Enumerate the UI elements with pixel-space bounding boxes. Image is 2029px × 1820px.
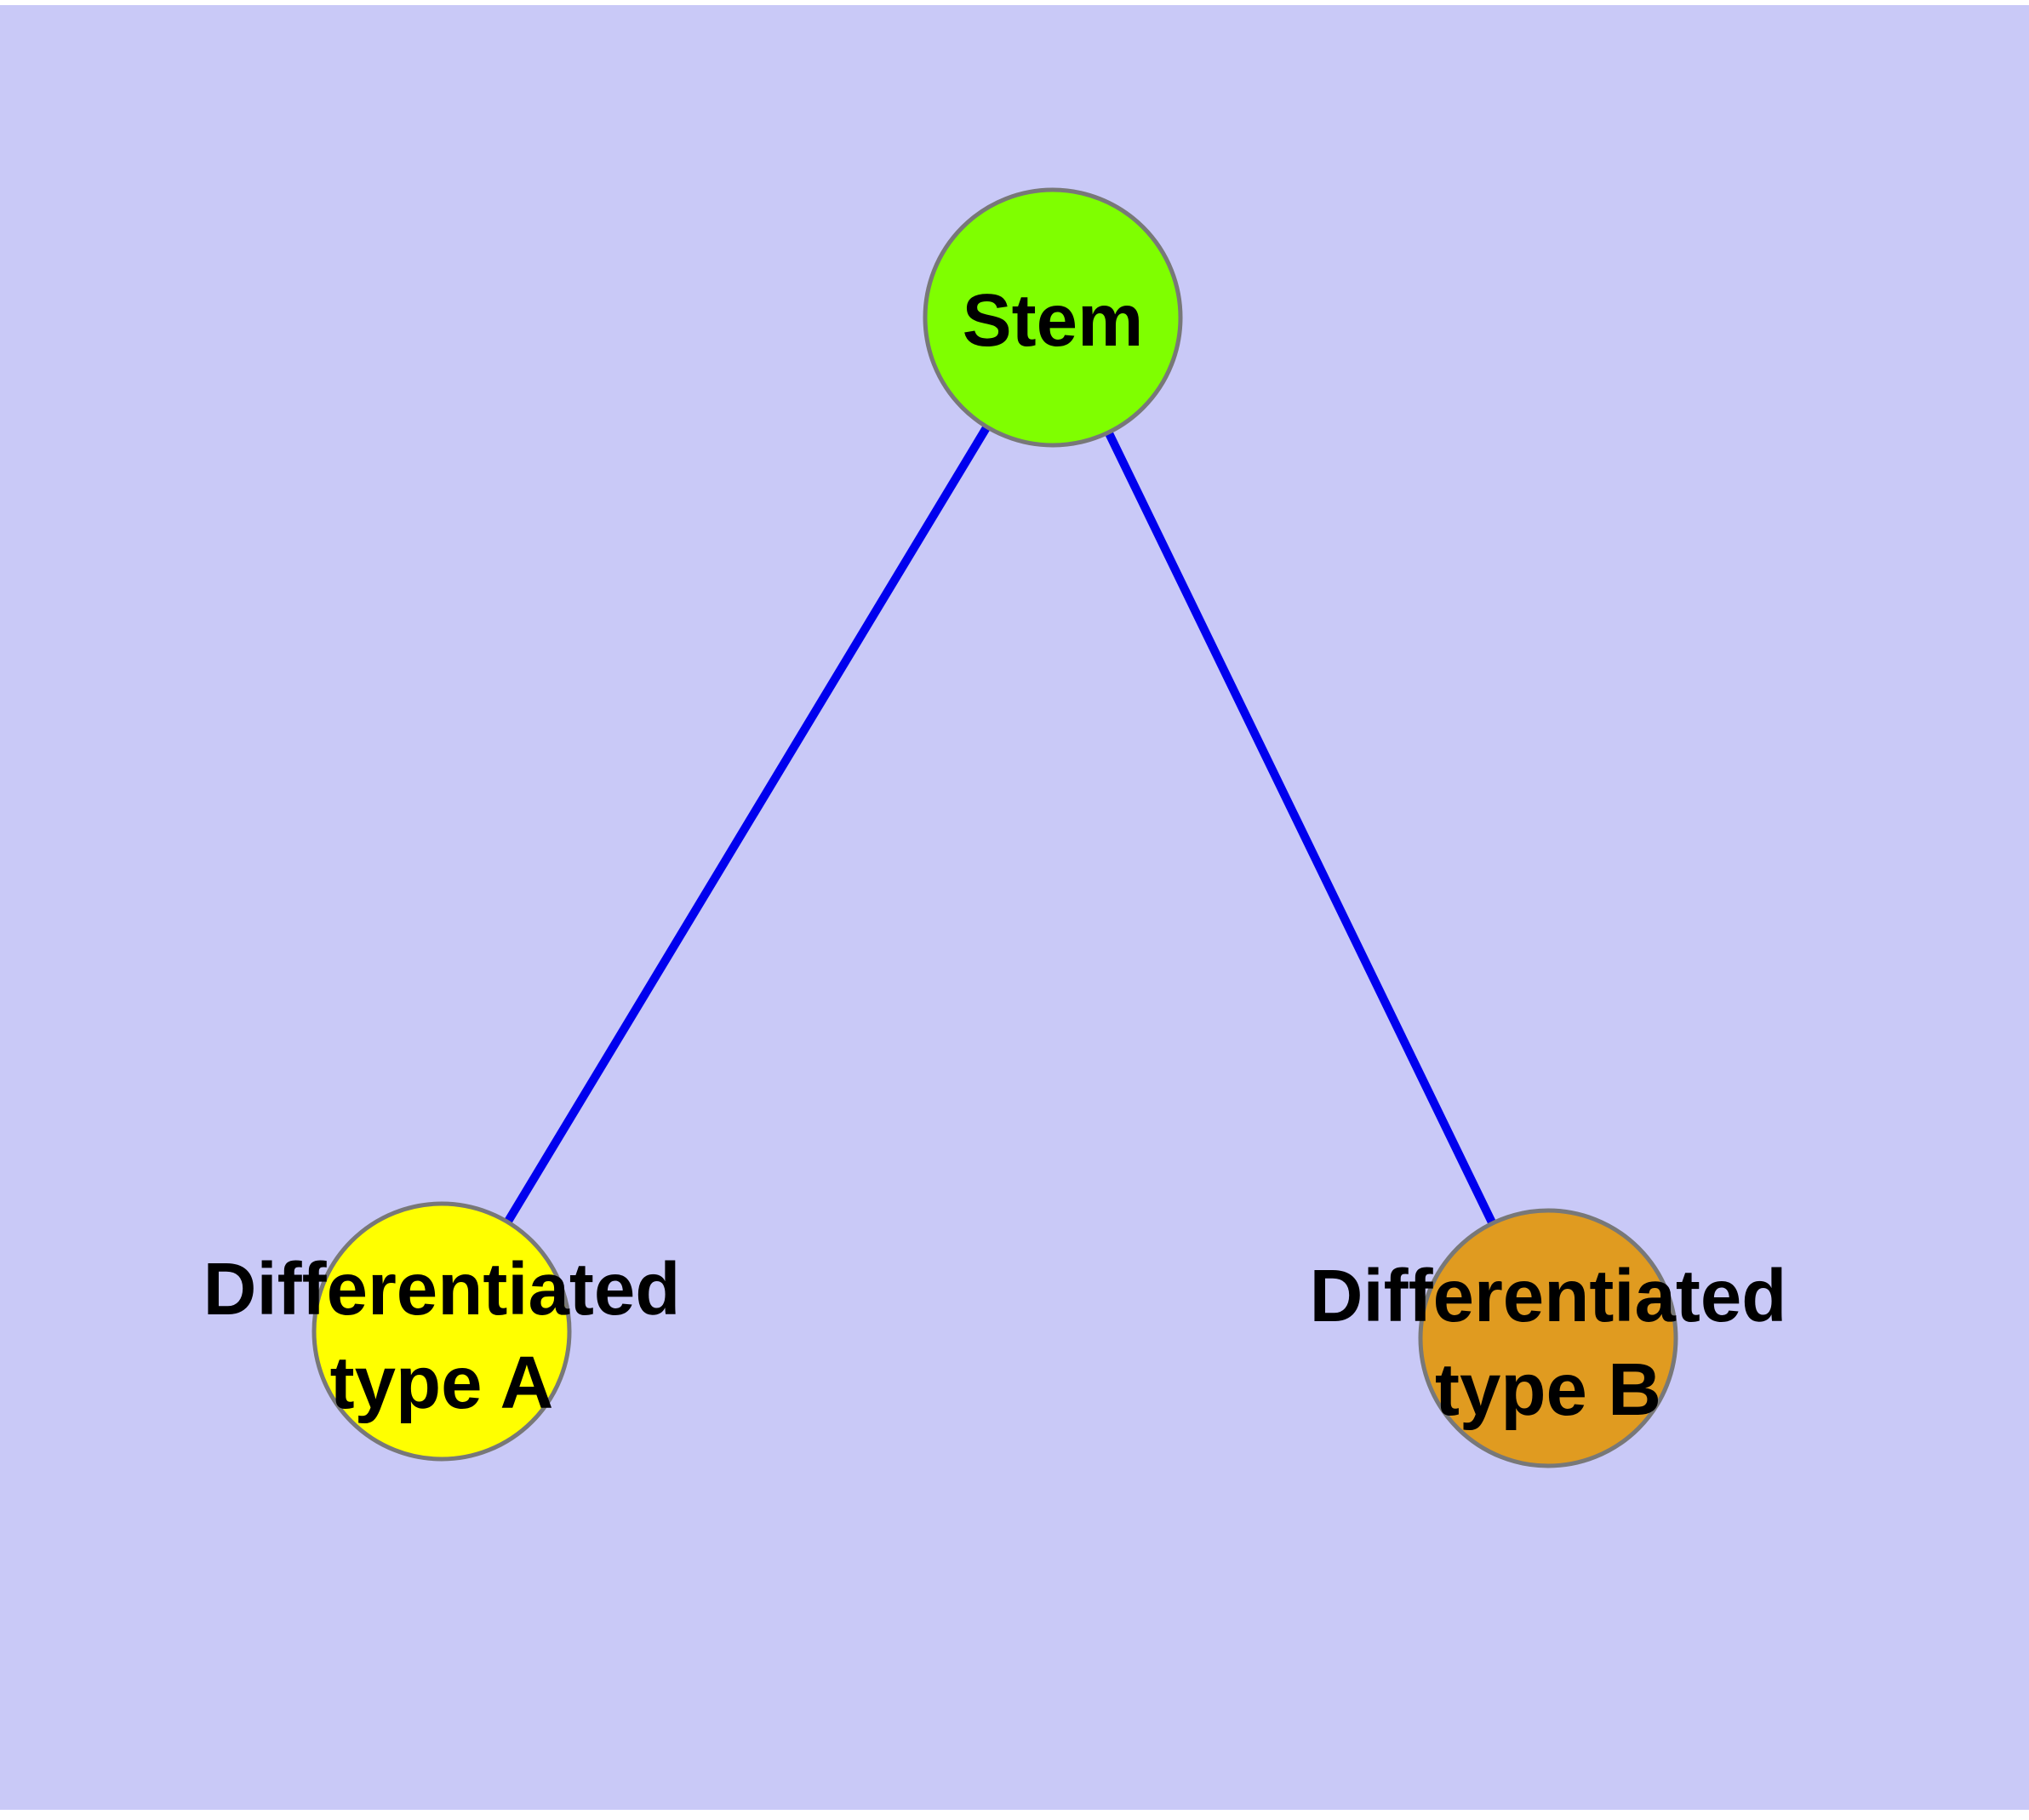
node-stem-label: Stem — [963, 279, 1144, 362]
edge-stem-to-type-b — [1049, 315, 1552, 1341]
node-type-a-label-line1: Differentiated — [203, 1248, 681, 1331]
edge-stem-to-type-a — [437, 315, 1057, 1334]
node-type-b-label-line1: Differentiated — [1310, 1255, 1787, 1337]
node-differentiated-type-a — [311, 1201, 572, 1462]
node-stem — [923, 187, 1183, 448]
node-differentiated-type-b — [1418, 1208, 1678, 1468]
node-type-a-label-line2: type A — [330, 1342, 554, 1424]
node-type-b-label-line2: type B — [1435, 1348, 1661, 1431]
